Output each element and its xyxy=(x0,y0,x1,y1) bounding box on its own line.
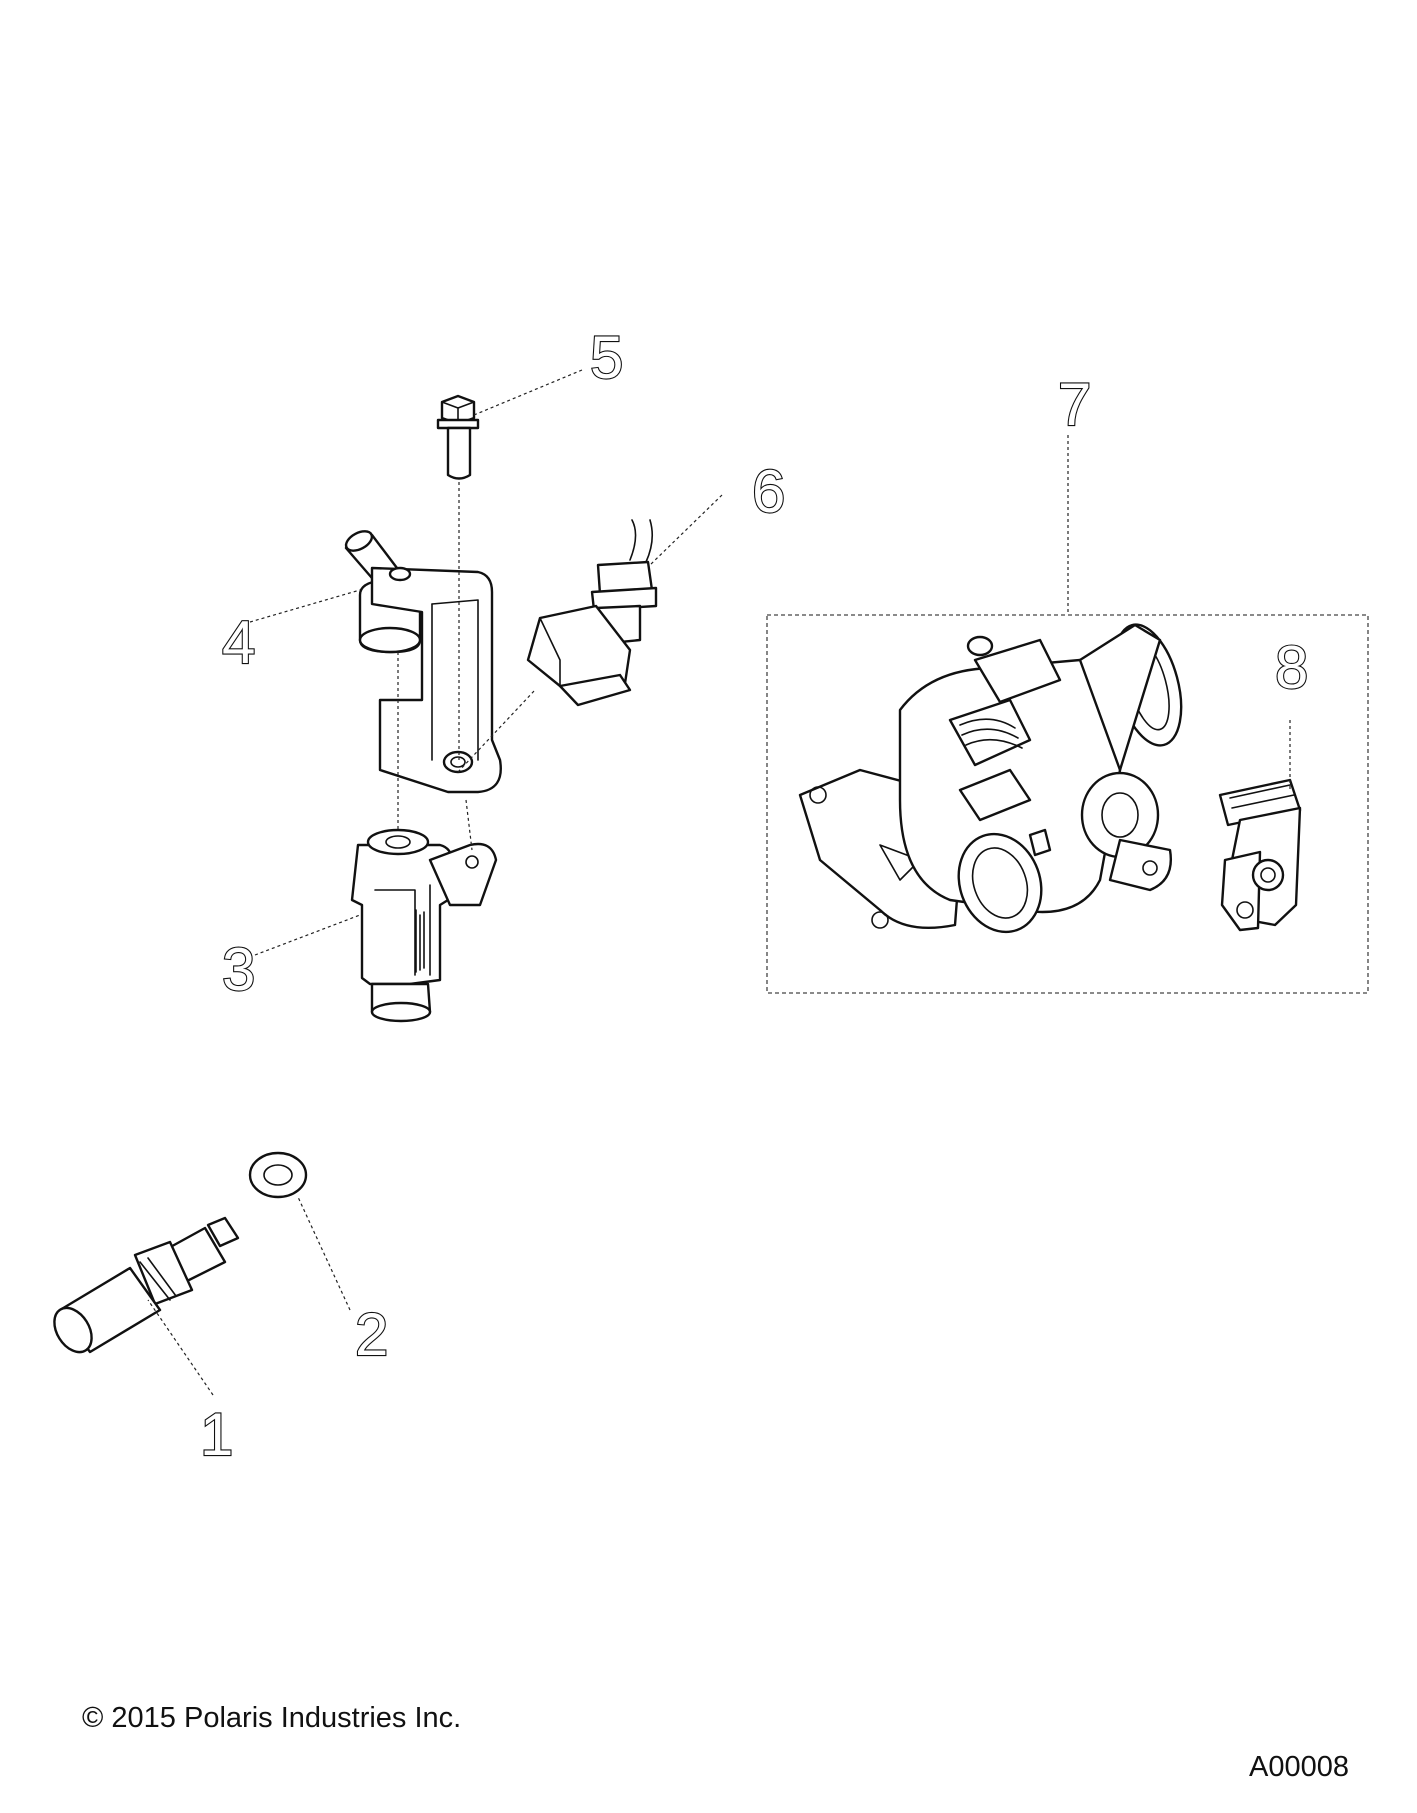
callout-labels: 1 2 3 4 5 6 7 8 xyxy=(199,323,1310,1469)
callout-5: 5 xyxy=(590,324,623,391)
part-6-sensor xyxy=(526,519,658,707)
callout-1: 1 xyxy=(200,1401,233,1468)
callout-3: 3 xyxy=(222,936,255,1003)
part-8-tps-sensor xyxy=(1218,778,1302,932)
part-7-throttle-body xyxy=(798,623,1183,934)
callout-4: 4 xyxy=(222,609,255,676)
part-4-fuel-rail-bracket xyxy=(344,530,502,794)
callout-8: 8 xyxy=(1275,634,1308,701)
callout-2: 2 xyxy=(355,1301,388,1368)
callout-7: 7 xyxy=(1058,371,1091,438)
part-3-fuel-injector xyxy=(350,828,498,1023)
figure-id: A00008 xyxy=(1249,1751,1349,1783)
part-1-temp-sensor xyxy=(53,1216,240,1354)
callout-6: 6 xyxy=(752,458,785,525)
part-2-washer xyxy=(248,1151,308,1199)
copyright-text: © 2015 Polaris Industries Inc. xyxy=(82,1702,462,1734)
part-5-bolt xyxy=(436,394,480,480)
leader-lines xyxy=(147,369,1291,1396)
